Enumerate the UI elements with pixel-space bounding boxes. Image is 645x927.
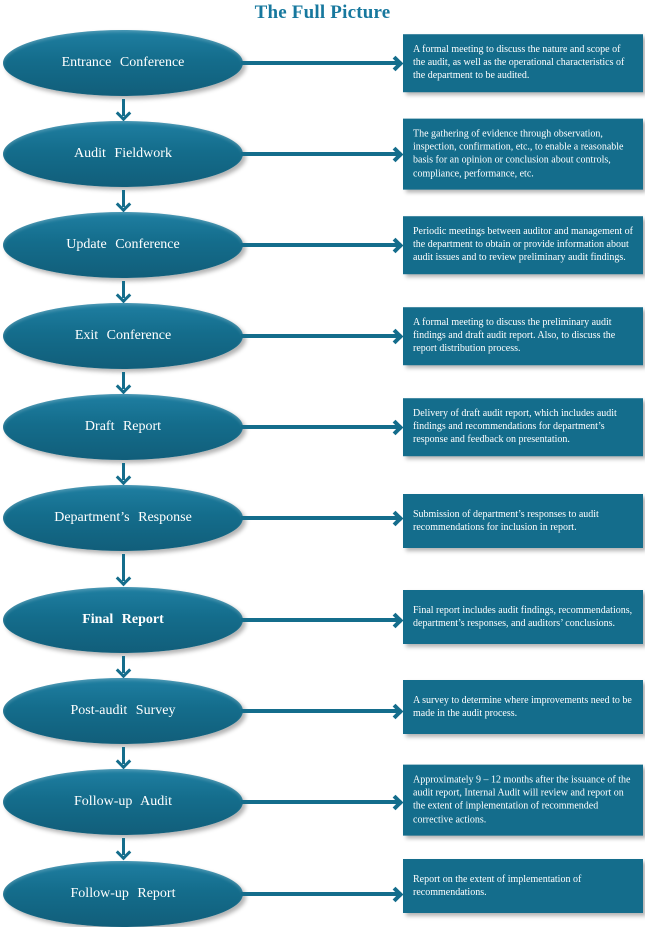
stage-description-box: A survey to determine where improvements… [403, 680, 643, 734]
arrow-down-icon [114, 281, 132, 304]
stage-description-box: Submission of department’s responses to … [403, 494, 643, 548]
stage-label: Final Report [82, 612, 164, 628]
arrow-right-icon [241, 55, 404, 71]
arrow-down-icon [114, 747, 132, 770]
stage-ellipse-audit-fieldwork: Audit Fieldwork [3, 121, 243, 187]
arrow-down-icon [114, 99, 132, 122]
stage-description: Delivery of draft audit report, which in… [413, 408, 617, 446]
stage-description-box: Report on the extent of implementation o… [403, 859, 643, 913]
arrow-down-icon [114, 554, 132, 587]
stage-description: Approximately 9 – 12 months after the is… [413, 774, 631, 826]
arrow-down-icon [114, 656, 132, 679]
arrow-right-icon [241, 794, 404, 810]
stage-label: Entrance Conference [61, 55, 185, 71]
arrow-down-icon [114, 372, 132, 395]
arrow-right-icon [241, 146, 404, 162]
arrow-right-icon [241, 510, 404, 526]
stage-ellipse-follow-up-audit: Follow-up Audit [3, 769, 243, 835]
stage-description-box: Delivery of draft audit report, which in… [403, 398, 643, 456]
arrow-right-icon [241, 237, 404, 253]
stage-description: A formal meeting to discuss the prelimin… [413, 317, 616, 355]
page-title: The Full Picture [254, 2, 391, 23]
stage-ellipse-post-audit-survey: Post-audit Survey [3, 678, 243, 744]
stage-description-box: Final report includes audit findings, re… [403, 590, 643, 644]
stage-ellipse-update-conference: Update Conference [3, 212, 243, 278]
stage-label: Draft Report [84, 419, 162, 435]
stage-ellipse-exit-conference: Exit Conference [3, 303, 243, 369]
arrow-right-icon [241, 886, 404, 902]
stage-label: Department’s Response [54, 510, 192, 526]
stage-label: Update Conference [66, 237, 180, 253]
stage-description-box: Periodic meetings between auditor and ma… [403, 216, 643, 274]
stage-ellipse-entrance-conference: Entrance Conference [3, 30, 243, 96]
stage-description: Submission of department’s responses to … [413, 508, 599, 533]
stage-label: Exit Conference [74, 328, 172, 344]
arrow-right-icon [241, 612, 404, 628]
arrow-down-icon [114, 190, 132, 213]
stage-description: Final report includes audit findings, re… [413, 604, 633, 629]
stage-ellipse-draft-report: Draft Report [3, 394, 243, 460]
stage-description-box: Approximately 9 – 12 months after the is… [403, 764, 643, 836]
stage-description: A formal meeting to discuss the nature a… [413, 44, 625, 82]
arrow-down-icon [114, 838, 132, 861]
arrow-right-icon [241, 328, 404, 344]
stage-description: Report on the extent of implementation o… [413, 873, 582, 898]
stage-ellipse-final-report: Final Report [3, 587, 243, 653]
arrow-right-icon [241, 703, 404, 719]
stage-label: Follow-up Report [70, 886, 176, 902]
stage-description-box: The gathering of evidence through observ… [403, 118, 643, 190]
stage-description-box: A formal meeting to discuss the nature a… [403, 34, 643, 92]
arrow-right-icon [241, 419, 404, 435]
stage-label: Follow-up Audit [74, 794, 172, 810]
stage-ellipse-follow-up-report: Follow-up Report [3, 861, 243, 927]
stage-description: Periodic meetings between auditor and ma… [413, 226, 633, 264]
stage-description-box: A formal meeting to discuss the prelimin… [403, 307, 643, 365]
stage-description: A survey to determine where improvements… [413, 694, 632, 719]
stage-label: Audit Fieldwork [74, 146, 172, 162]
arrow-down-icon [114, 463, 132, 486]
stage-description: The gathering of evidence through observ… [413, 128, 624, 180]
stage-ellipse-departments-response: Department’s Response [3, 485, 243, 551]
stage-label: Post-audit Survey [70, 703, 176, 719]
